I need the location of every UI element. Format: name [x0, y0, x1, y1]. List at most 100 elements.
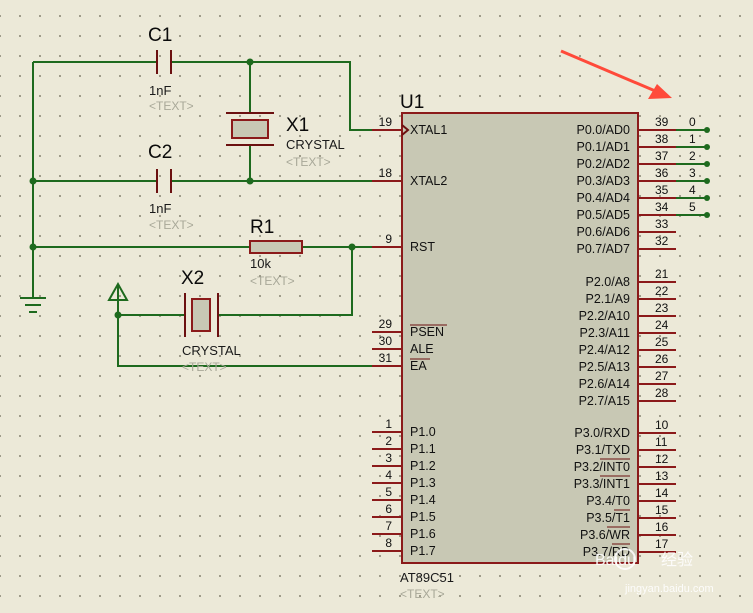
c2-value: 1nF [149, 201, 171, 216]
pin-name: P3.7/RD [583, 545, 630, 559]
pin-number: 1 [385, 417, 392, 431]
wire-x2-loop [117, 247, 372, 367]
capacitor-c2[interactable]: C2 1nF <TEXT> [148, 142, 194, 232]
x2-ref: X2 [181, 268, 204, 289]
pin-number: 15 [655, 503, 669, 517]
pin-name: P3.5/T1 [586, 511, 630, 525]
junction-dot [29, 177, 37, 185]
pin-number: 33 [655, 217, 669, 231]
crystal-x1[interactable]: X1 CRYSTAL <TEXT> [226, 112, 345, 169]
c1-ref: C1 [148, 25, 172, 46]
r1-ref: R1 [250, 217, 274, 238]
power-terminal-icon[interactable] [107, 281, 129, 315]
wire-c1-row [33, 61, 372, 131]
pin-number: 9 [385, 232, 392, 246]
wires [32, 61, 707, 367]
pin-name: P3.0/RXD [574, 426, 630, 440]
pin-name: P1.1 [410, 442, 436, 456]
pin-left[interactable]: 1P1.0 [372, 417, 436, 439]
pin-name: P2.7/A15 [579, 394, 630, 408]
pin-name: PSEN [410, 325, 444, 339]
pin-number: 27 [655, 369, 669, 383]
net-end-dot [704, 195, 710, 201]
wire-p0-outputs [676, 129, 707, 216]
pin-name: P3.1/TXD [576, 443, 630, 457]
annotation-arrow-icon [560, 49, 672, 99]
pin-name: P2.3/A11 [579, 326, 630, 340]
pin-number: 10 [655, 418, 669, 432]
pin-name: P0.2/AD2 [576, 157, 630, 171]
resistor-r1[interactable]: R1 10k <TEXT> [249, 217, 303, 288]
pin-number: 8 [385, 536, 392, 550]
pin-name: P3.2/INT0 [574, 460, 630, 474]
u1-template: <TEXT> [400, 587, 445, 601]
pin-left[interactable]: 4P1.3 [372, 468, 436, 490]
watermark-url: jingyan.baidu.com [624, 583, 714, 595]
pin-name: P0.5/AD5 [576, 208, 630, 222]
pin-left[interactable]: 3P1.2 [372, 451, 436, 473]
pin-name: P1.4 [410, 493, 436, 507]
pin-name: P1.3 [410, 476, 436, 490]
pin-number: 31 [379, 351, 393, 365]
pin-name: RST [410, 240, 435, 254]
net-end-dot [704, 161, 710, 167]
pin-left[interactable]: 8P1.7 [372, 536, 436, 558]
pin-number: 13 [655, 469, 669, 483]
pin-number: 14 [655, 486, 669, 500]
crystal-x2[interactable]: X2 CRYSTAL <TEXT> [181, 268, 241, 374]
x2-template: <TEXT> [182, 360, 227, 374]
c2-ref: C2 [148, 142, 172, 163]
pin-number: 24 [655, 318, 669, 332]
x1-ref: X1 [286, 115, 309, 136]
pin-left[interactable]: 5P1.4 [372, 485, 436, 507]
pin-left[interactable]: 2P1.1 [372, 434, 436, 456]
pin-name: P2.1/A9 [586, 292, 631, 306]
pin-left[interactable]: 7P1.6 [372, 519, 436, 541]
pin-number: 36 [655, 166, 669, 180]
pin-left[interactable]: 6P1.5 [372, 502, 436, 524]
pin-number: 2 [385, 434, 392, 448]
pin-number: 21 [655, 267, 669, 281]
pin-name: P2.0/A8 [586, 275, 631, 289]
pin-name: P0.6/AD6 [576, 225, 630, 239]
pin-name: P0.3/AD3 [576, 174, 630, 188]
pin-number: 22 [655, 284, 669, 298]
chip-u1[interactable]: U1 AT89C51 <TEXT> 19XTAL118XTAL29RST29PS… [372, 92, 676, 601]
pin-number: 32 [655, 234, 669, 248]
capacitor-c1[interactable]: C1 1nF <TEXT> [148, 25, 194, 113]
pin-name: XTAL1 [410, 123, 447, 137]
junctions [29, 58, 710, 319]
r1-template: <TEXT> [250, 274, 295, 288]
ground-icon[interactable] [20, 297, 46, 313]
